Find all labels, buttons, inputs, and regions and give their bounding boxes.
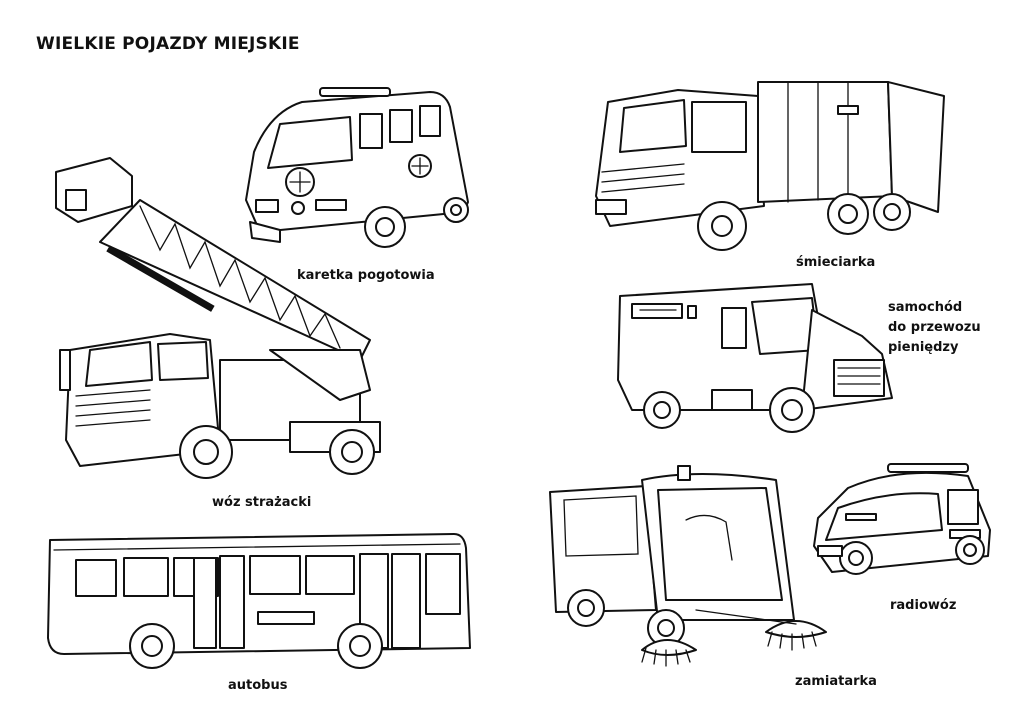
armored-truck-label: samochód do przewozu pieniędzy bbox=[888, 298, 981, 358]
page-title: WIELKIE POJAZDY MIEJSKIE bbox=[36, 34, 300, 54]
garbage-truck-icon bbox=[588, 76, 968, 256]
fire-truck-label: wóz strażacki bbox=[212, 495, 312, 510]
police-car-icon bbox=[808, 460, 998, 585]
bus-label: autobus bbox=[228, 678, 288, 693]
ambulance-label: karetka pogotowia bbox=[297, 268, 435, 283]
fire-truck-icon bbox=[40, 150, 400, 490]
street-sweeper-icon bbox=[546, 460, 836, 670]
street-sweeper-label: zamiatarka bbox=[795, 674, 877, 689]
armored-truck-icon bbox=[612, 280, 902, 450]
ambulance-icon bbox=[240, 82, 480, 257]
armored-truck-label-line-3: pieniędzy bbox=[888, 340, 959, 355]
garbage-truck-label: śmieciarka bbox=[796, 255, 876, 270]
bus-icon bbox=[44, 528, 474, 676]
police-car-label: radiowóz bbox=[890, 598, 957, 613]
armored-truck-label-line-1: samochód bbox=[888, 300, 963, 315]
armored-truck-label-line-2: do przewozu bbox=[888, 320, 981, 335]
